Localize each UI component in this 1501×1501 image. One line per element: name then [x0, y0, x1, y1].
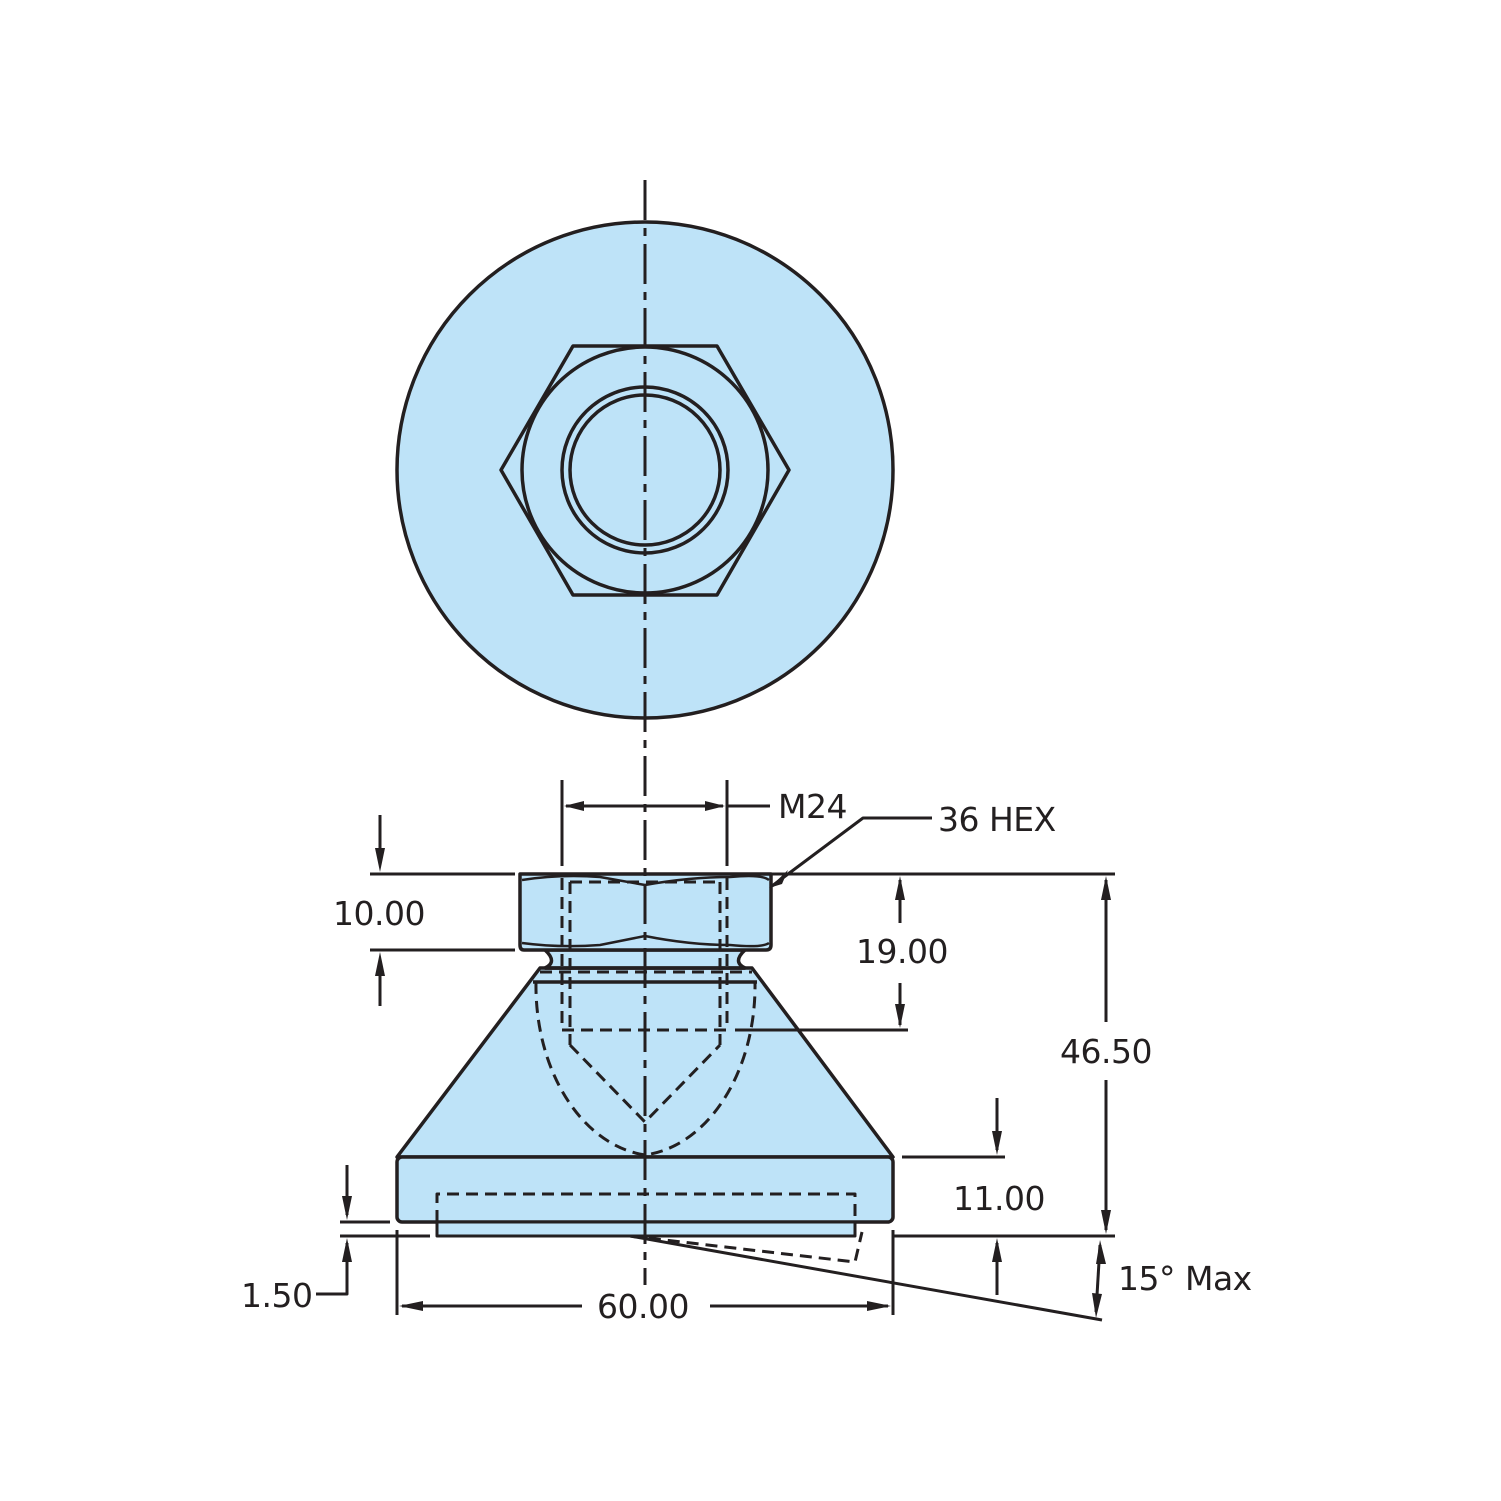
nut-height-label: 10.00 — [333, 894, 425, 933]
thread-size-label: M24 — [778, 787, 847, 826]
base-height-label: 11.00 — [953, 1179, 1045, 1218]
pad-thickness-label: 1.50 — [241, 1276, 313, 1315]
arrowheads — [342, 801, 1111, 1318]
hex-size-label: 36 HEX — [938, 800, 1056, 839]
overall-height-label: 46.50 — [1060, 1032, 1152, 1071]
thread-depth-label: 19.00 — [856, 932, 948, 971]
tilt-angle-label: 15° Max — [1118, 1259, 1252, 1298]
front-view — [395, 872, 895, 1238]
base-diameter-label: 60.00 — [597, 1287, 689, 1326]
